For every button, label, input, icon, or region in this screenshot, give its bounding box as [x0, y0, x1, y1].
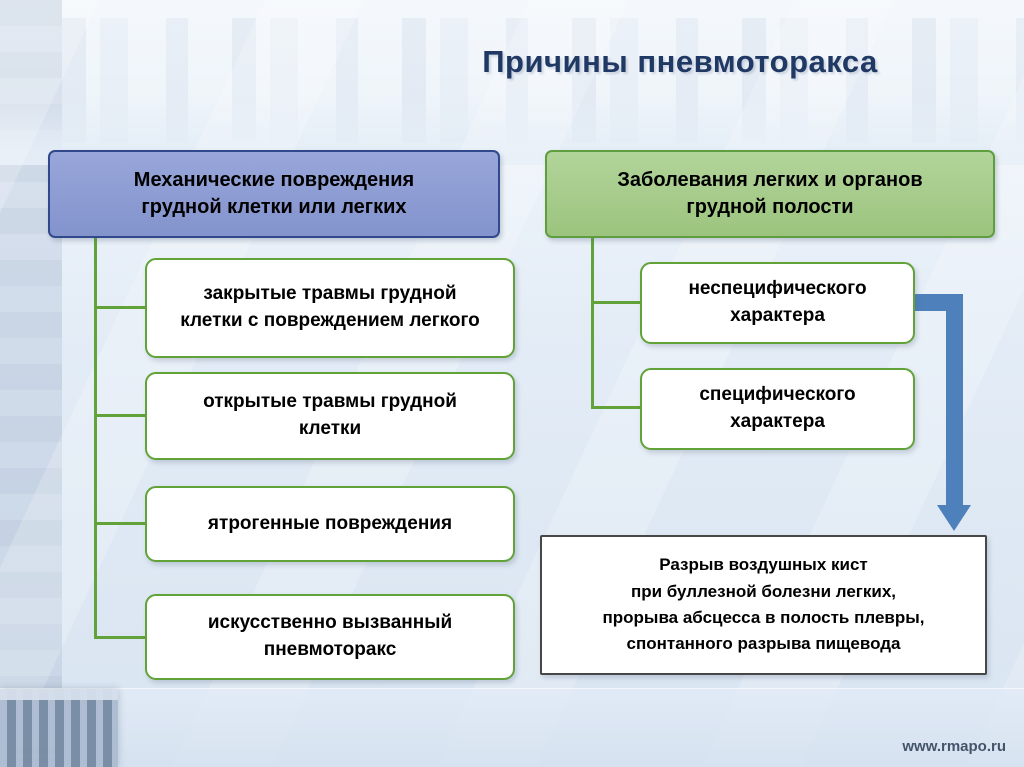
right-branch-item-label: неспецифического характера	[688, 278, 867, 326]
left-connector-vertical	[94, 238, 97, 639]
right-branch-header-label: Заболевания легких и органов грудной пол…	[617, 169, 923, 218]
left-branch-item: искусственно вызванный пневмоторакс	[145, 594, 515, 680]
left-branch-item-label: открытые травмы грудной клетки	[203, 391, 457, 439]
note-line: при буллезной болезни легких,	[630, 581, 897, 601]
bottom-band	[0, 688, 1024, 767]
right-branch-item: специфического характера	[640, 368, 915, 450]
note-box: Разрыв воздушных кист при буллезной боле…	[540, 535, 987, 675]
right-branch-item: неспецифического характера	[640, 262, 915, 344]
note-line: спонтанного разрыва пищевода	[626, 634, 901, 654]
right-branch-header: Заболевания легких и органов грудной пол…	[545, 150, 995, 238]
right-connector-branch-2	[591, 406, 640, 409]
note-line: Разрыв воздушных кист	[659, 555, 868, 575]
website-url: www.rmapo.ru	[902, 738, 1006, 755]
left-connector-branch-4	[94, 636, 145, 639]
left-branch-item: открытые травмы грудной клетки	[145, 372, 515, 460]
left-connector-branch-2	[94, 414, 145, 417]
left-branch-header: Механические повреждения грудной клетки …	[48, 150, 500, 238]
left-branch-item-label: закрытые травмы грудной клетки с поврежд…	[180, 283, 480, 331]
note-line: прорыва абсцесса в полость плевры,	[602, 608, 925, 627]
left-connector-branch-3	[94, 522, 145, 525]
down-arrow-head	[937, 505, 971, 531]
left-branch-item: ятрогенные повреждения	[145, 486, 515, 562]
left-branch-item-label: ятрогенные повреждения	[207, 512, 453, 534]
building-photo	[0, 689, 118, 767]
right-branch-item-label: специфического характера	[699, 384, 856, 432]
down-arrow-vertical-segment	[946, 294, 963, 507]
left-branch-header-label: Механические повреждения грудной клетки …	[133, 169, 415, 218]
right-connector-vertical	[591, 238, 594, 409]
right-connector-branch-1	[591, 301, 640, 304]
left-branch-item: закрытые травмы грудной клетки с поврежд…	[145, 258, 515, 358]
slide-title: Причины пневмоторакса	[482, 44, 878, 79]
left-connector-branch-1	[94, 306, 145, 309]
left-branch-item-label: искусственно вызванный пневмоторакс	[207, 612, 453, 660]
